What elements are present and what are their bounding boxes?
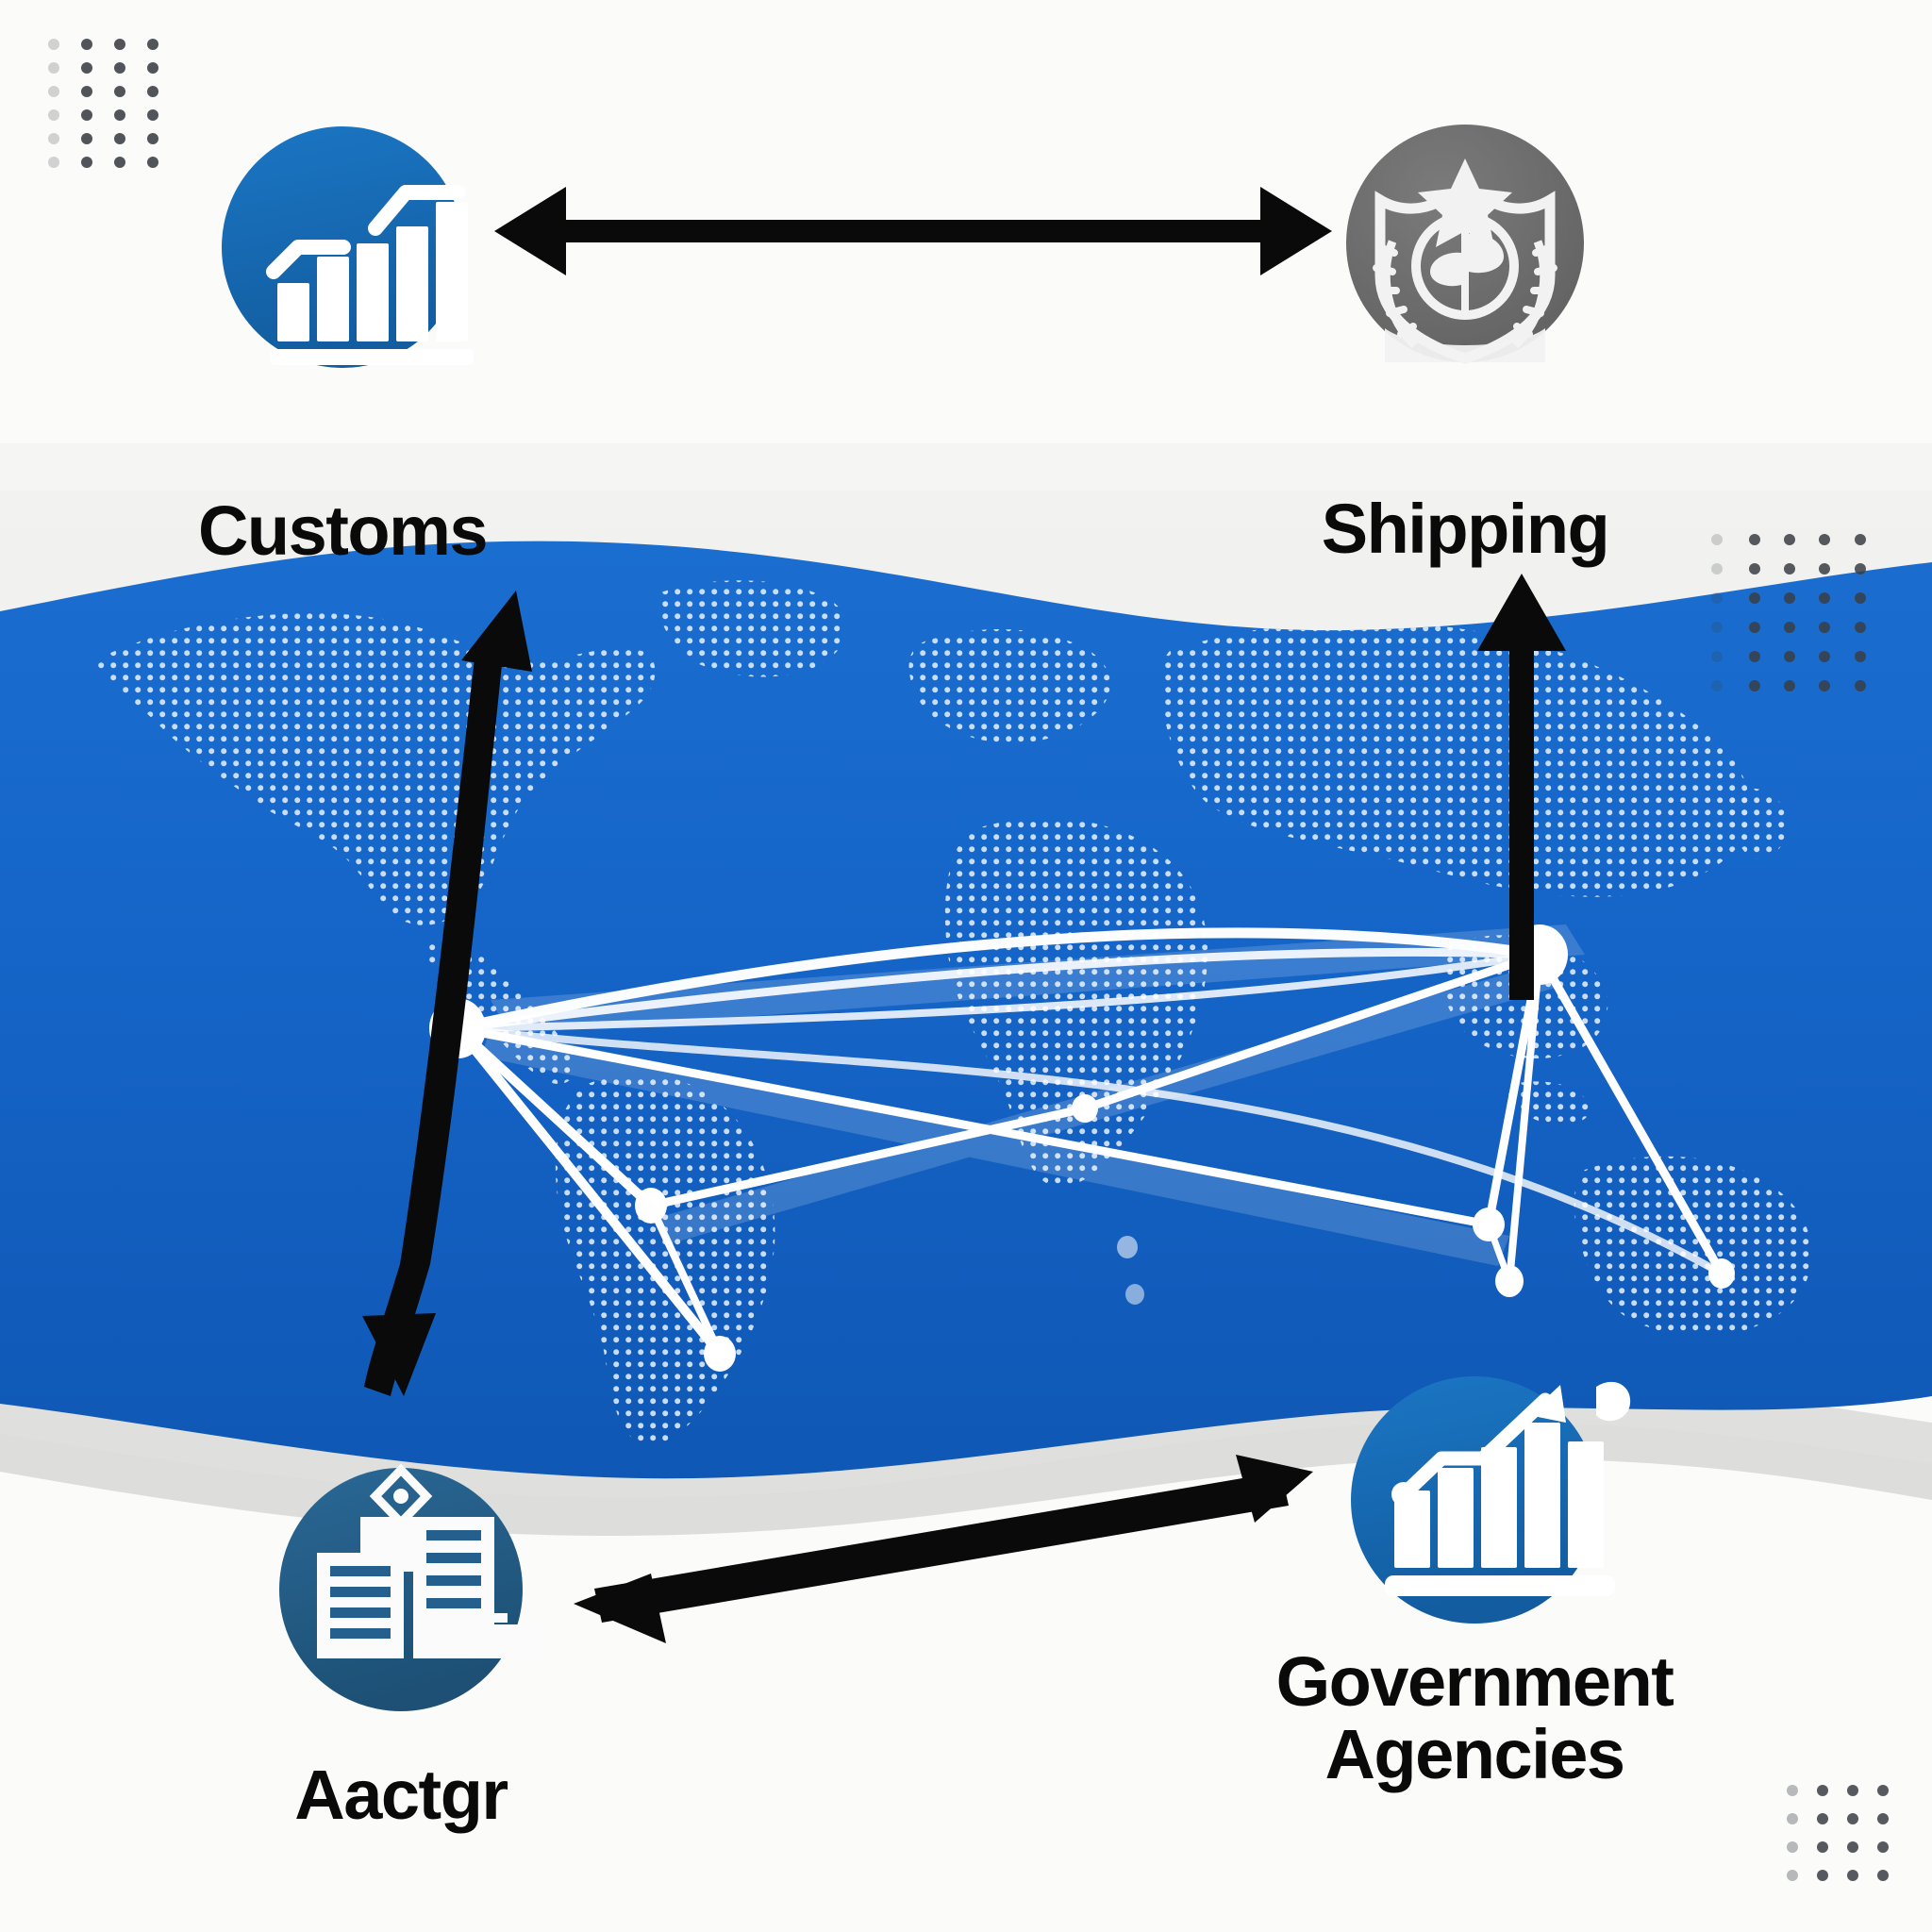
network-node bbox=[1473, 1208, 1505, 1241]
network-edge bbox=[1080, 950, 1544, 1113]
dot-grid-top-left bbox=[48, 39, 158, 168]
network-edge bbox=[1535, 950, 1726, 1278]
wave-white-upper bbox=[0, 443, 1932, 680]
node-government-agencies[interactable] bbox=[1351, 1376, 1631, 1624]
network-edge bbox=[453, 1024, 1493, 1229]
network-edge bbox=[646, 1104, 1090, 1210]
arrow-customs-aactgr bbox=[362, 591, 532, 1396]
network-node bbox=[1125, 1284, 1144, 1305]
network-edge bbox=[454, 951, 1543, 1032]
node-aactgr[interactable] bbox=[279, 1463, 541, 1711]
network-node bbox=[1495, 1265, 1524, 1297]
node-shipping[interactable] bbox=[1346, 125, 1584, 364]
network-edge bbox=[453, 1024, 656, 1210]
dot-grid-bottom-right bbox=[1787, 1785, 1889, 1881]
government-crest-badge-icon bbox=[1373, 158, 1557, 364]
network-edge bbox=[1506, 951, 1543, 1285]
node-customs[interactable] bbox=[222, 126, 474, 368]
network-edge bbox=[454, 1024, 1725, 1277]
connector-arrows bbox=[362, 187, 1566, 1643]
network-node bbox=[704, 1336, 736, 1372]
dot-grid-middle-right bbox=[1711, 534, 1866, 691]
bar-chart-arrow-icon bbox=[1385, 1381, 1631, 1596]
network-node bbox=[1708, 1258, 1735, 1289]
network-edge bbox=[453, 1024, 724, 1358]
blue-map-band bbox=[0, 541, 1932, 1479]
network-edge bbox=[452, 927, 1545, 1034]
network-edge bbox=[453, 947, 1544, 1033]
arrow-aactgr-government bbox=[574, 1455, 1313, 1643]
arrow-shipping-government bbox=[1477, 574, 1566, 1000]
label-customs: Customs bbox=[197, 491, 489, 570]
arrow-customs-shipping bbox=[494, 187, 1332, 275]
network-overlay bbox=[452, 927, 1726, 1358]
network-edge bbox=[647, 1202, 724, 1357]
network-node bbox=[1072, 1094, 1098, 1123]
office-buildings-icon bbox=[317, 1463, 541, 1658]
network-node bbox=[635, 1188, 667, 1224]
label-government-agencies: Government Agencies bbox=[1275, 1641, 1674, 1793]
label-aactgr: Aactgr bbox=[294, 1756, 508, 1834]
network-node bbox=[1117, 1236, 1138, 1258]
label-shipping: Shipping bbox=[1321, 490, 1610, 568]
bar-chart-growth-icon bbox=[266, 185, 474, 365]
